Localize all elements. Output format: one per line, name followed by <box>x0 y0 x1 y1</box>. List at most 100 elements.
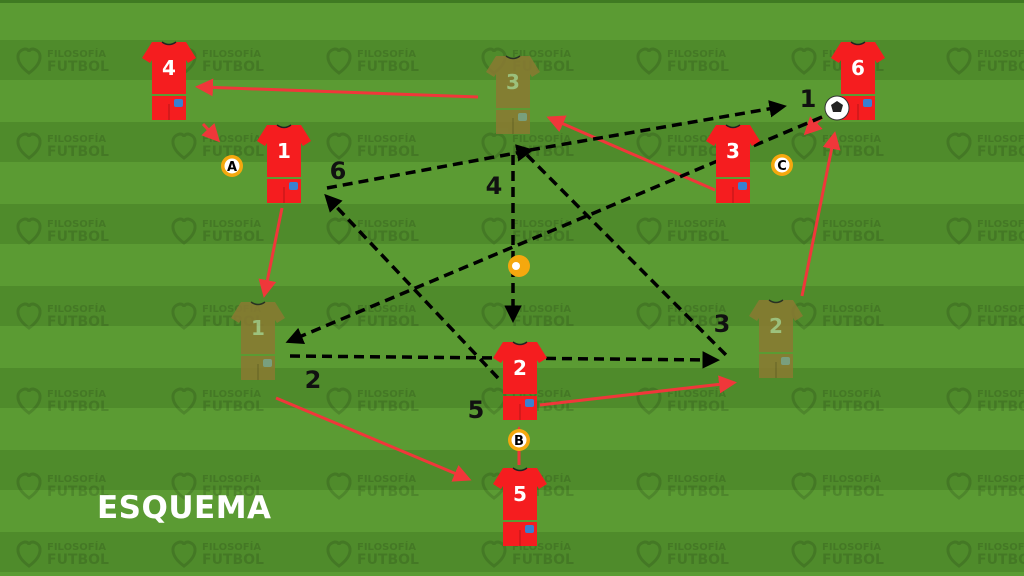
player-1-start-position[interactable]: 1 <box>231 301 285 380</box>
cone-C[interactable]: C <box>771 154 793 176</box>
svg-text:FILOSOFÍA: FILOSOFÍA <box>977 472 1024 485</box>
crest-icon <box>525 525 534 533</box>
svg-text:FUTBOL: FUTBOL <box>822 484 884 500</box>
player-5[interactable]: 5 <box>493 467 547 546</box>
svg-text:FILOSOFÍA: FILOSOFÍA <box>47 132 106 145</box>
player-2[interactable]: 2 <box>493 341 547 420</box>
svg-text:FILOSOFÍA: FILOSOFÍA <box>977 302 1024 315</box>
shirt <box>493 468 547 520</box>
svg-text:FUTBOL: FUTBOL <box>202 399 264 415</box>
shirt <box>257 125 311 177</box>
svg-text:FILOSOFÍA: FILOSOFÍA <box>47 472 106 485</box>
svg-text:FUTBOL: FUTBOL <box>47 399 109 415</box>
svg-text:FILOSOFÍA: FILOSOFÍA <box>667 302 726 315</box>
run-arrow <box>201 122 221 143</box>
player-number: 1 <box>277 139 291 163</box>
run-arrow <box>546 115 716 192</box>
svg-text:FUTBOL: FUTBOL <box>667 314 729 330</box>
svg-text:FUTBOL: FUTBOL <box>977 314 1024 330</box>
player-number: 2 <box>769 314 783 338</box>
diagram-title: ESQUEMA <box>97 490 272 526</box>
pass-label-1: 1 <box>800 85 817 113</box>
svg-text:FUTBOL: FUTBOL <box>977 484 1024 500</box>
cone-marker[interactable] <box>508 255 530 277</box>
svg-text:FILOSOFÍA: FILOSOFÍA <box>977 47 1024 60</box>
player-1[interactable]: 1 <box>257 124 311 203</box>
run-arrow <box>275 396 472 482</box>
svg-text:FUTBOL: FUTBOL <box>977 552 1024 568</box>
crest-icon <box>525 399 534 407</box>
shirt <box>706 125 760 177</box>
shirt <box>831 42 885 94</box>
svg-text:FILOSOFÍA: FILOSOFÍA <box>977 540 1024 553</box>
svg-text:FILOSOFÍA: FILOSOFÍA <box>977 387 1024 400</box>
player-number: 1 <box>251 316 265 340</box>
svg-text:FUTBOL: FUTBOL <box>202 484 264 500</box>
svg-text:FILOSOFÍA: FILOSOFÍA <box>47 302 106 315</box>
cone-B[interactable]: B <box>508 429 530 451</box>
player-2-start-position[interactable]: 2 <box>749 299 803 378</box>
svg-text:A: A <box>227 160 237 175</box>
svg-text:FUTBOL: FUTBOL <box>977 59 1024 75</box>
ball[interactable] <box>824 95 850 121</box>
svg-text:FUTBOL: FUTBOL <box>202 552 264 568</box>
svg-text:FUTBOL: FUTBOL <box>47 552 109 568</box>
svg-text:FILOSOFÍA: FILOSOFÍA <box>667 472 726 485</box>
svg-text:FUTBOL: FUTBOL <box>357 484 419 500</box>
svg-text:FUTBOL: FUTBOL <box>822 552 884 568</box>
svg-text:FILOSOFÍA: FILOSOFÍA <box>357 540 416 553</box>
svg-text:FUTBOL: FUTBOL <box>822 399 884 415</box>
player-3-start-position[interactable]: 3 <box>486 55 540 134</box>
crest-icon <box>289 182 298 190</box>
svg-text:FILOSOFÍA: FILOSOFÍA <box>357 47 416 60</box>
svg-text:FILOSOFÍA: FILOSOFÍA <box>667 217 726 230</box>
pass-label-4: 4 <box>486 172 503 200</box>
cones: A B C <box>221 154 793 451</box>
shirt <box>493 342 547 394</box>
crest-icon <box>263 359 272 367</box>
svg-text:FILOSOFÍA: FILOSOFÍA <box>202 387 261 400</box>
svg-text:FILOSOFÍA: FILOSOFÍA <box>512 302 571 315</box>
svg-text:FILOSOFÍA: FILOSOFÍA <box>357 132 416 145</box>
player-4[interactable]: 4 <box>142 41 196 120</box>
svg-text:FILOSOFÍA: FILOSOFÍA <box>822 302 881 315</box>
svg-text:FILOSOFÍA: FILOSOFÍA <box>202 47 261 60</box>
crest-icon <box>174 99 183 107</box>
svg-text:FILOSOFÍA: FILOSOFÍA <box>977 132 1024 145</box>
crest-icon <box>518 113 527 121</box>
svg-text:FUTBOL: FUTBOL <box>822 314 884 330</box>
svg-text:FUTBOL: FUTBOL <box>202 229 264 245</box>
svg-text:FUTBOL: FUTBOL <box>47 144 109 160</box>
svg-text:FILOSOFÍA: FILOSOFÍA <box>667 47 726 60</box>
player-number: 2 <box>513 356 527 380</box>
svg-text:FUTBOL: FUTBOL <box>512 229 574 245</box>
svg-text:FUTBOL: FUTBOL <box>512 314 574 330</box>
player-number: 3 <box>726 139 740 163</box>
cone-A[interactable]: A <box>221 155 243 177</box>
player-3[interactable]: 3 <box>706 124 760 203</box>
